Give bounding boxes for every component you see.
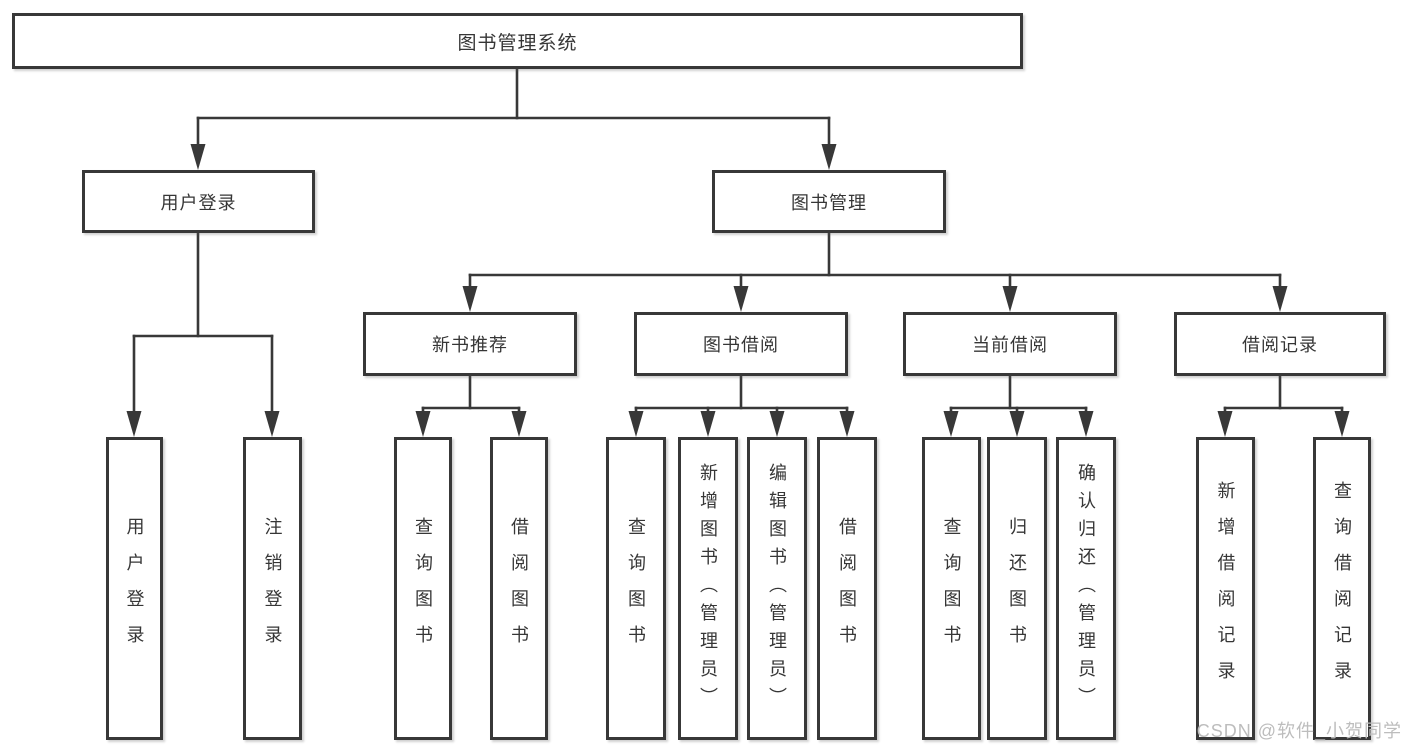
leaf-query-books-current: 查询图书 xyxy=(922,437,981,740)
leaf-add-books-admin: 新增图书（管理员） xyxy=(678,437,738,740)
leaf-confirm-return-admin: 确认归还（管理员） xyxy=(1056,437,1116,740)
node-book-management: 图书管理 xyxy=(712,170,946,233)
leaf-query-books-borrowing: 查询图书 xyxy=(606,437,666,740)
leaf-logout: 注销登录 xyxy=(243,437,302,740)
node-new-book-recommend: 新书推荐 xyxy=(363,312,577,376)
leaf-query-borrow-record: 查询借阅记录 xyxy=(1313,437,1371,740)
node-user-login: 用户登录 xyxy=(82,170,315,233)
leaf-query-books-recommend: 查询图书 xyxy=(394,437,452,740)
leaf-borrow-books: 借阅图书 xyxy=(817,437,877,740)
node-book-borrowing: 图书借阅 xyxy=(634,312,848,376)
node-library-system: 图书管理系统 xyxy=(12,13,1023,69)
leaf-borrow-books-recommend: 借阅图书 xyxy=(490,437,548,740)
csdn-watermark: CSDN @软件_小贺同学 xyxy=(1196,721,1402,741)
leaf-return-books: 归还图书 xyxy=(987,437,1047,740)
leaf-add-borrow-record: 新增借阅记录 xyxy=(1196,437,1255,740)
leaf-user-login: 用户登录 xyxy=(106,437,163,740)
leaf-edit-books-admin: 编辑图书（管理员） xyxy=(747,437,807,740)
node-current-borrowing: 当前借阅 xyxy=(903,312,1117,376)
node-borrowing-records: 借阅记录 xyxy=(1174,312,1386,376)
